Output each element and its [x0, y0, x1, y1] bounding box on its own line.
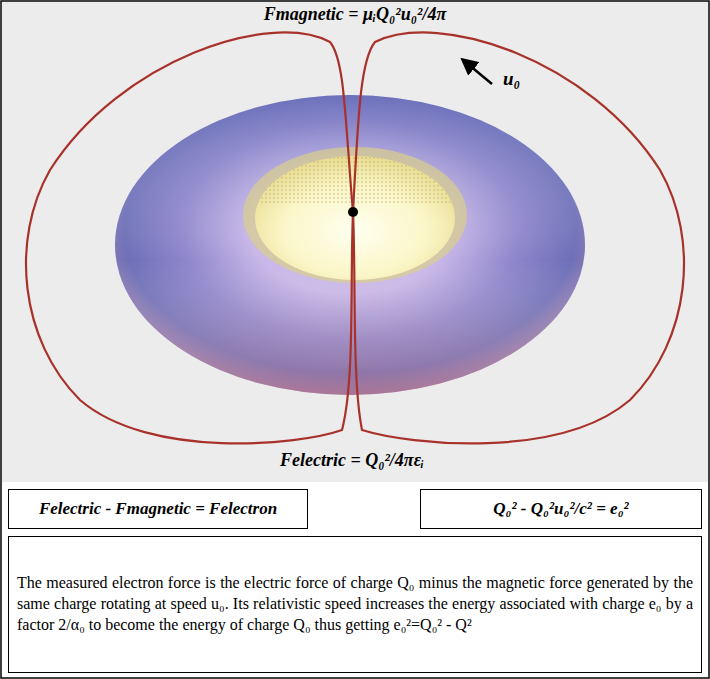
velocity-arrow — [463, 60, 492, 84]
velocity-label: u₀ — [500, 68, 523, 90]
charge-dot — [348, 207, 358, 217]
equation-text: Felectric - Fmagnetic = Felectron — [17, 498, 299, 520]
caption-box: The measured electron force is the elect… — [8, 536, 702, 673]
field-lines — [26, 32, 684, 443]
charge-equation-box: Q₀² - Q₀²u₀²/c² = e₀² — [420, 489, 702, 529]
image-ground — [2, 2, 708, 482]
magnetic-force-formula: Fmagnetic = μᵢQ₀²u₀²/4π — [261, 4, 450, 25]
electric-force-formula: Felectric = Q₀²/4πεᵢ — [277, 450, 427, 471]
caption-text: The measured electron force is the elect… — [17, 573, 693, 635]
equation-text: Q₀² - Q₀²u₀²/c² = e₀² — [429, 498, 693, 520]
force-equation-box: Felectric - Fmagnetic = Felectron — [8, 489, 308, 529]
